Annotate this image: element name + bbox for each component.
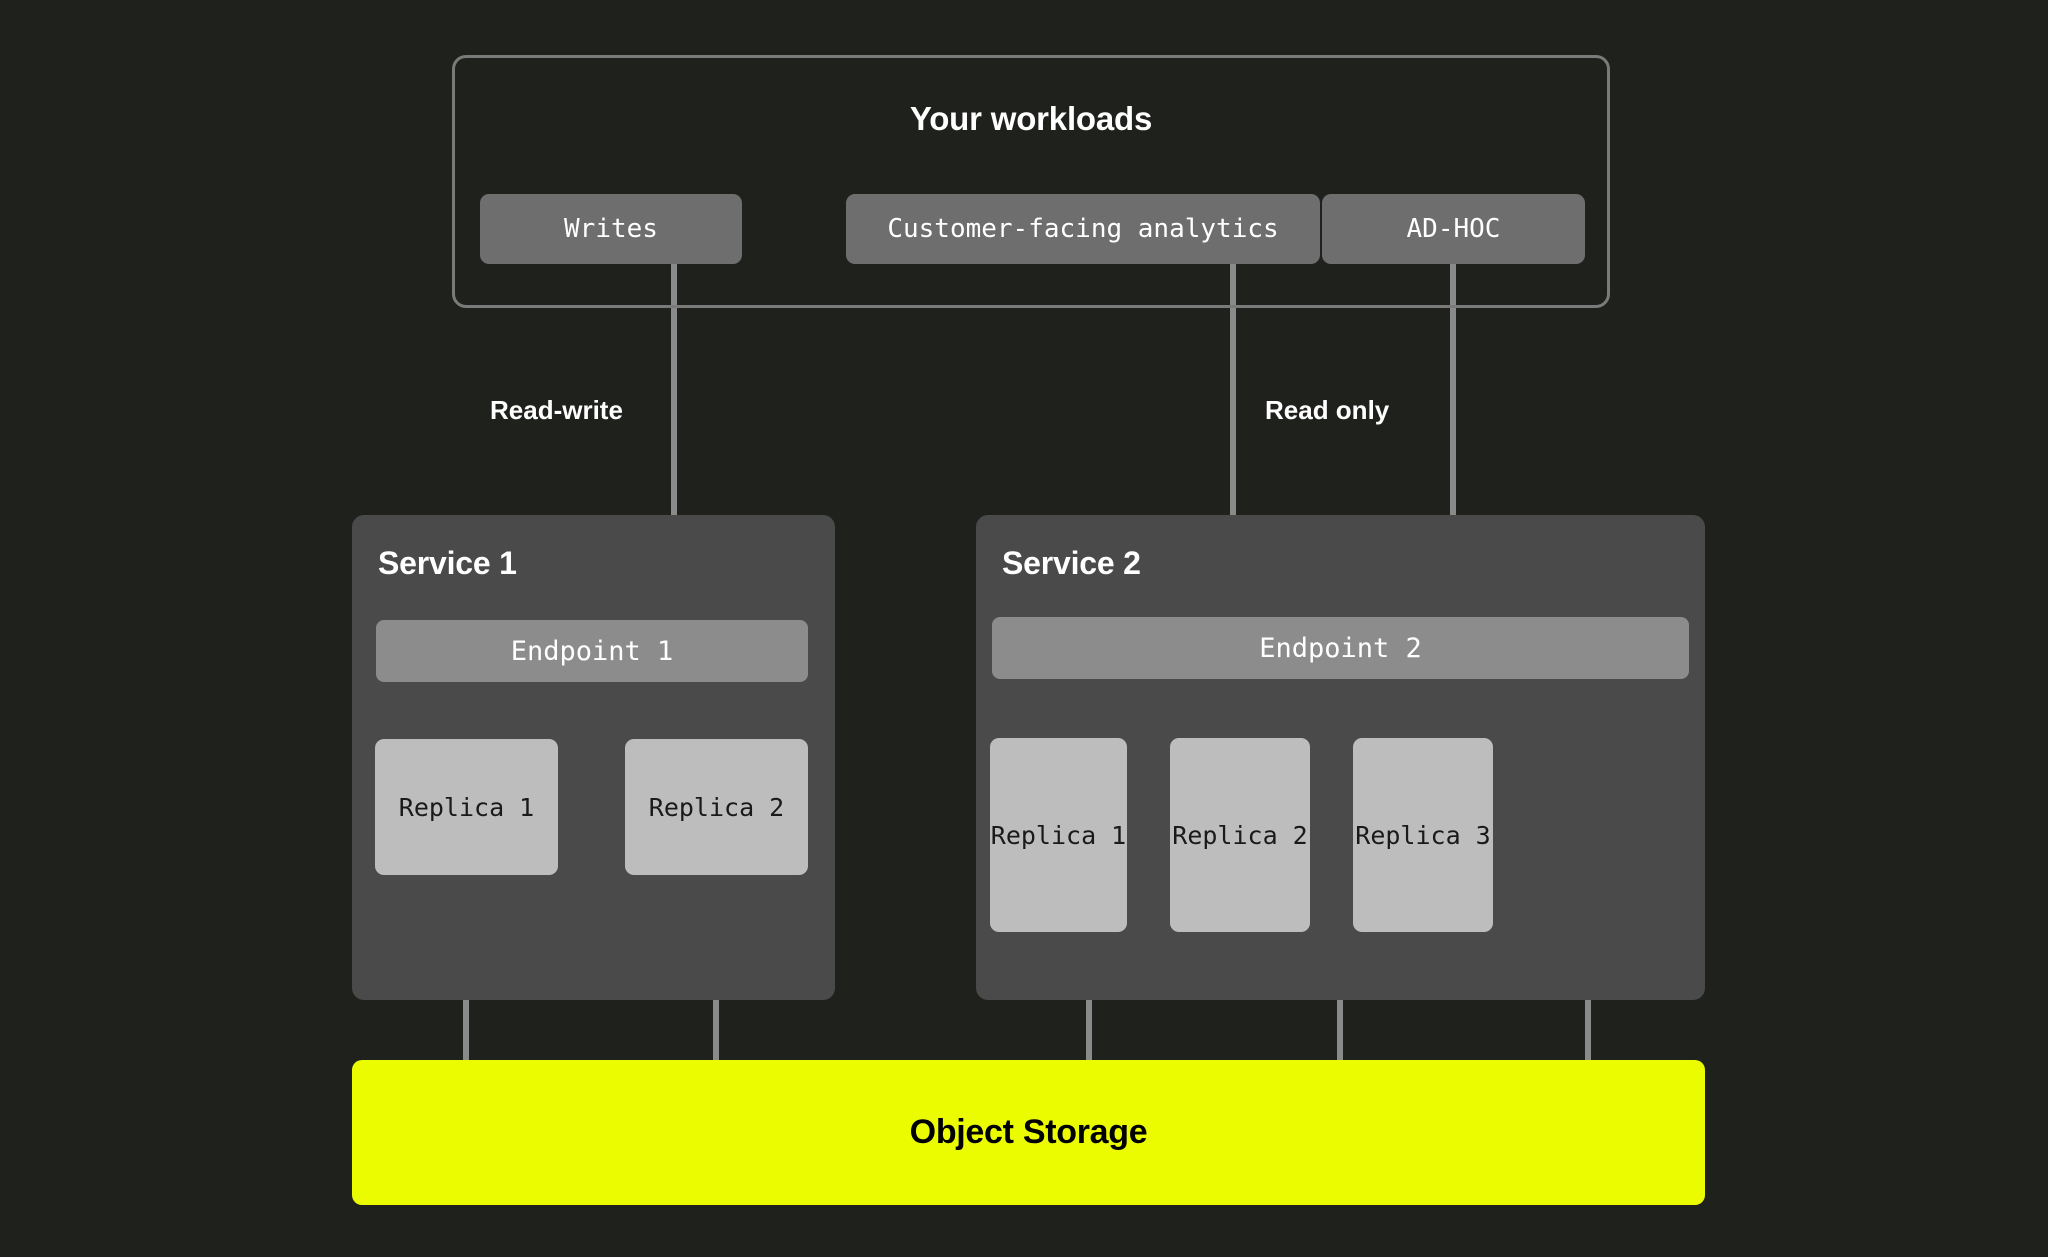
edge-label-read-only: Read only <box>1265 395 1390 425</box>
service-2-replica-2[interactable]: Replica 2 <box>1170 738 1310 932</box>
service-2-replica-3-label: Replica 3 <box>1355 820 1491 850</box>
workload-adhoc-label: AD-HOC <box>1406 214 1501 244</box>
workloads-container: Your workloads <box>452 55 1610 308</box>
service-1-replica-2[interactable]: Replica 2 <box>625 739 808 875</box>
service-2-title: Service 2 <box>1002 545 1141 581</box>
service-2-replica-2-label: Replica 2 <box>1172 820 1308 850</box>
workloads-title: Your workloads <box>909 100 1153 137</box>
endpoint-1[interactable]: Endpoint 1 <box>376 620 808 682</box>
workload-ad-hoc[interactable]: AD-HOC <box>1322 194 1585 264</box>
service-1-title: Service 1 <box>378 545 517 581</box>
service-2-replica-1-label: Replica 1 <box>990 820 1127 850</box>
object-storage-bar[interactable]: Object Storage <box>352 1060 1705 1205</box>
service-2-replica-1[interactable]: Replica 1 <box>990 738 1127 932</box>
workload-customer-facing-analytics[interactable]: Customer-facing analytics <box>846 194 1320 264</box>
service-1-replica-2-label: Replica 2 <box>648 792 785 822</box>
workload-writes-label: Writes <box>564 214 658 244</box>
workload-analytics-label: Customer-facing analytics <box>887 214 1279 244</box>
service-1-replica-1[interactable]: Replica 1 <box>375 739 558 875</box>
edge-label-read-write: Read-write <box>490 395 623 425</box>
endpoint-1-label: Endpoint 1 <box>510 635 674 667</box>
endpoint-2[interactable]: Endpoint 2 <box>992 617 1689 679</box>
workload-writes[interactable]: Writes <box>480 194 742 264</box>
service-2-replica-3[interactable]: Replica 3 <box>1353 738 1493 932</box>
endpoint-2-label: Endpoint 2 <box>1259 632 1422 664</box>
object-storage-label: Object Storage <box>909 1113 1148 1151</box>
service-1-replica-1-label: Replica 1 <box>398 792 535 822</box>
